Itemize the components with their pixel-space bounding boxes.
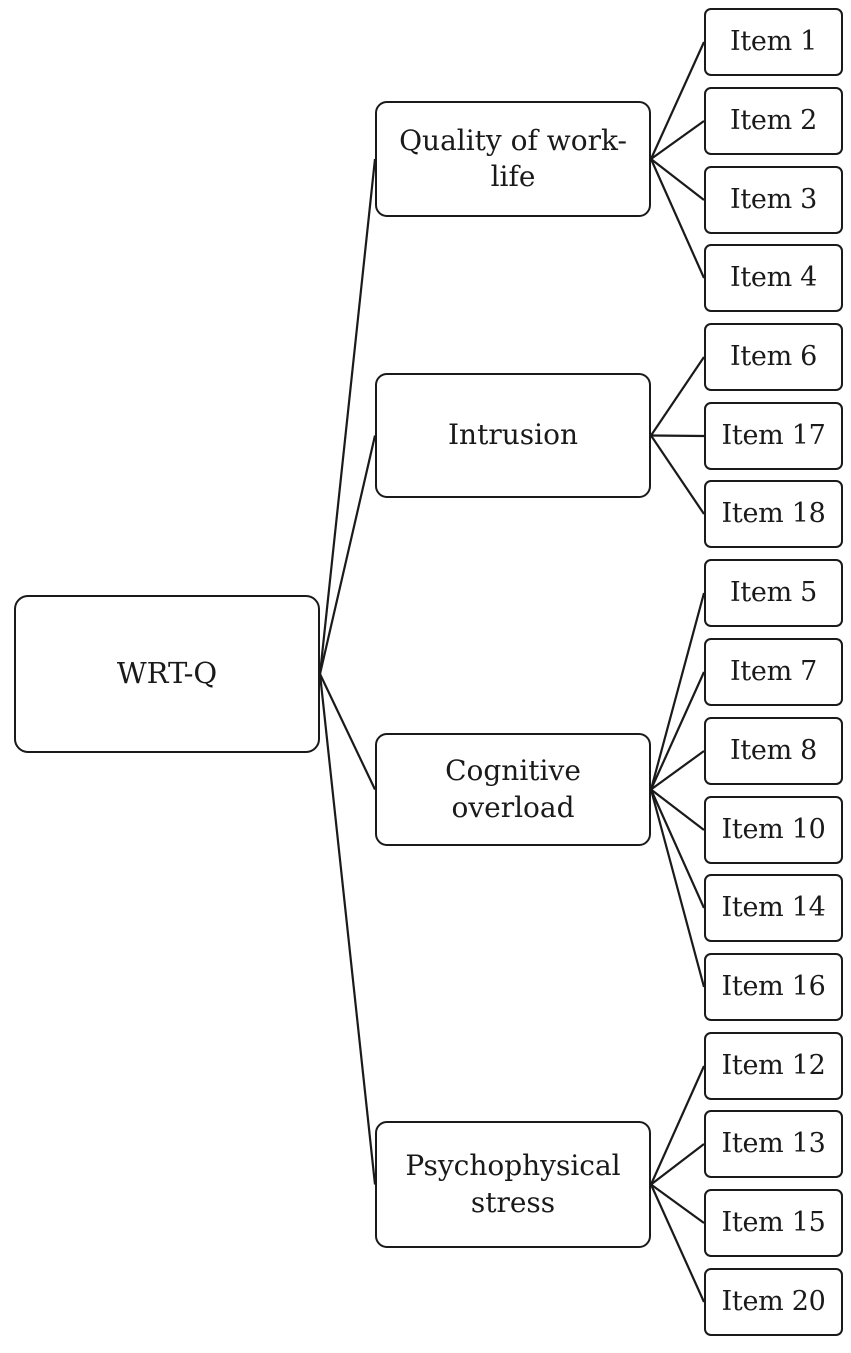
factor-to-item-line xyxy=(650,434,705,438)
item-label: Item 2 xyxy=(729,105,818,137)
item-label: Item 6 xyxy=(729,341,818,373)
item-node: Item 18 xyxy=(704,480,843,548)
factor-to-item-line xyxy=(650,356,705,437)
item-node: Item 15 xyxy=(704,1189,843,1257)
factor-label: Psychophysical stress xyxy=(405,1149,621,1219)
item-node: Item 16 xyxy=(704,953,843,1021)
item-label: Item 10 xyxy=(721,814,826,846)
factor-to-item-line xyxy=(650,120,705,160)
item-node: Item 12 xyxy=(704,1032,843,1100)
factor-label: Intrusion xyxy=(448,418,578,452)
item-node: Item 17 xyxy=(704,402,843,470)
factor-to-item-line xyxy=(649,789,706,909)
factor-node-cognitive: Cognitive overload xyxy=(375,733,651,846)
factor-to-item-line xyxy=(650,788,705,831)
item-label: Item 4 xyxy=(729,262,818,294)
item-label: Item 16 xyxy=(721,971,826,1003)
item-label: Item 15 xyxy=(721,1207,826,1239)
item-label: Item 5 xyxy=(729,577,818,609)
item-node: Item 7 xyxy=(704,638,843,706)
item-label: Item 13 xyxy=(721,1128,826,1160)
factor-to-item-line xyxy=(649,789,706,988)
factor-to-item-line xyxy=(649,1184,706,1303)
root-to-factor-line xyxy=(318,673,377,1185)
factor-label: Quality of work-life xyxy=(399,123,627,193)
item-node: Item 5 xyxy=(704,559,843,627)
item-label: Item 1 xyxy=(729,26,818,58)
item-node: Item 1 xyxy=(704,8,843,76)
factor-to-item-line xyxy=(649,1065,706,1185)
item-label: Item 14 xyxy=(721,892,826,924)
root-node: WRT-Q xyxy=(14,595,320,753)
item-label: Item 18 xyxy=(721,498,826,530)
item-node: Item 10 xyxy=(704,796,843,864)
root-to-factor-line xyxy=(318,158,377,675)
root-label: WRT-Q xyxy=(116,656,218,691)
factor-node-intrusion: Intrusion xyxy=(375,373,651,498)
item-label: Item 8 xyxy=(729,735,818,767)
factor-to-item-line xyxy=(649,671,706,790)
item-node: Item 20 xyxy=(704,1268,843,1336)
factor-to-item-line xyxy=(650,1143,705,1186)
item-node: Item 4 xyxy=(704,244,843,312)
item-node: Item 13 xyxy=(704,1110,843,1178)
factor-to-item-line xyxy=(649,41,706,160)
item-label: Item 17 xyxy=(721,420,826,452)
item-node: Item 14 xyxy=(704,874,843,942)
factor-node-psychophysical: Psychophysical stress xyxy=(375,1121,651,1248)
factor-label: Cognitive overload xyxy=(445,754,581,824)
factor-to-item-line xyxy=(650,158,705,201)
item-node: Item 6 xyxy=(704,323,843,391)
factor-to-item-line xyxy=(649,158,706,279)
item-label: Item 12 xyxy=(721,1050,826,1082)
item-node: Item 3 xyxy=(704,166,843,234)
root-to-factor-line xyxy=(319,673,376,790)
item-label: Item 3 xyxy=(729,184,818,216)
factor-to-item-line xyxy=(649,592,706,790)
factor-node-quality: Quality of work-life xyxy=(375,101,651,217)
item-node: Item 8 xyxy=(704,717,843,785)
factor-to-item-line xyxy=(650,1183,705,1224)
item-label: Item 7 xyxy=(729,656,818,688)
item-node: Item 2 xyxy=(704,87,843,155)
factor-to-item-line xyxy=(650,750,705,791)
factor-to-item-line xyxy=(650,434,705,515)
item-label: Item 20 xyxy=(721,1286,826,1318)
root-to-factor-line xyxy=(318,435,377,675)
